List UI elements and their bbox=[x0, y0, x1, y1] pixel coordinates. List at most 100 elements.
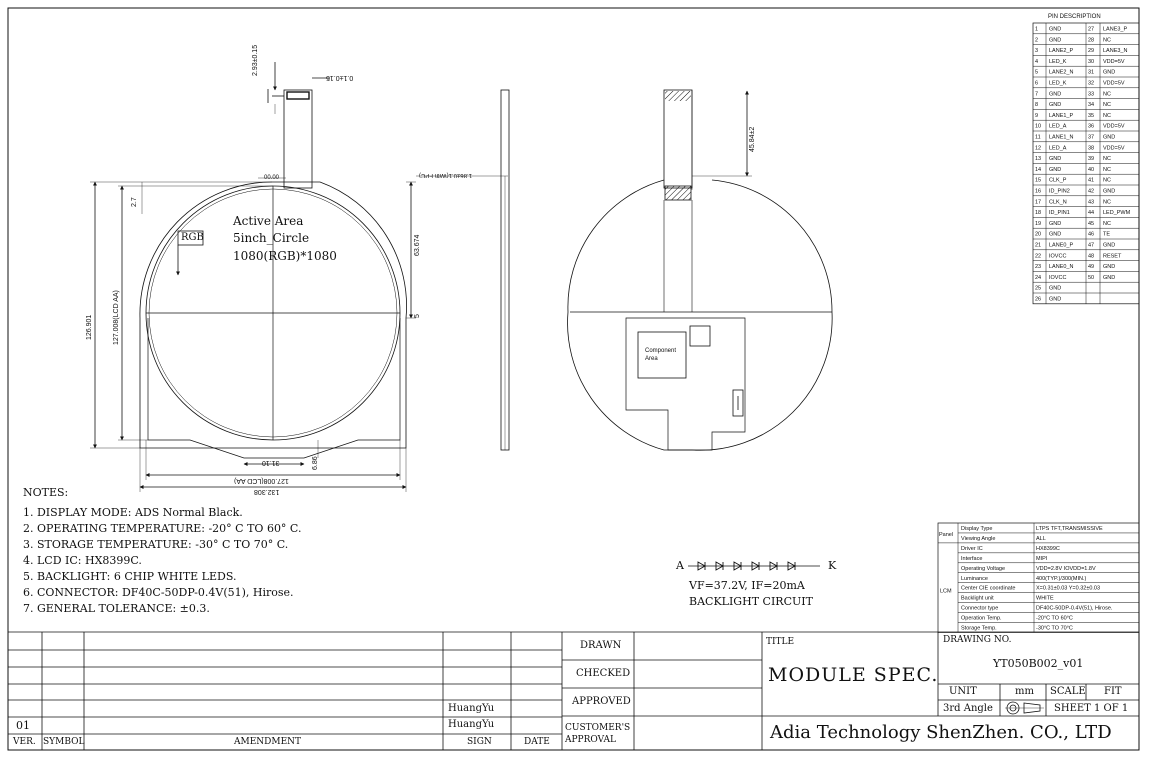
pin-signal: GND bbox=[1103, 135, 1115, 141]
spec-label: Storage Temp. bbox=[961, 626, 997, 632]
pin-signal: NC bbox=[1103, 37, 1111, 43]
dim-right-height: 63.674 bbox=[414, 234, 421, 256]
module-title: MODULE SPEC. bbox=[768, 664, 939, 686]
pin-signal: LANE2_N bbox=[1049, 70, 1073, 76]
pin-number: 42 bbox=[1088, 189, 1094, 195]
size-label: 5inch_Circle bbox=[233, 231, 310, 245]
dim-bottom-flat: 31.10 bbox=[262, 459, 280, 466]
dim-fpc-length: 45.84±2 bbox=[749, 126, 756, 152]
note-item: 7. GENERAL TOLERANCE: ±0.3. bbox=[23, 602, 210, 615]
sheet-border bbox=[7, 7, 1140, 751]
pin-signal: GND bbox=[1049, 232, 1061, 238]
pin-number: 48 bbox=[1088, 253, 1094, 259]
pin-signal: GND bbox=[1103, 275, 1115, 281]
pin-number: 21 bbox=[1035, 243, 1041, 249]
customer-approval-2: APPROVAL bbox=[565, 735, 616, 745]
approved-label: APPROVED bbox=[572, 696, 631, 707]
spec-group-panel: Panel bbox=[939, 532, 953, 538]
fpc-connector bbox=[286, 91, 310, 100]
pin-number: 5 bbox=[1035, 70, 1038, 76]
diode-icon bbox=[787, 561, 796, 571]
bottom-tab bbox=[147, 318, 401, 459]
spec-label: Luminance bbox=[961, 576, 988, 582]
backlight-circuit bbox=[688, 561, 820, 571]
pin-signal: GND bbox=[1049, 167, 1061, 173]
pin-number: 45 bbox=[1088, 221, 1094, 227]
panel-outline bbox=[139, 181, 407, 449]
diode-icon bbox=[751, 561, 760, 571]
pin-number: 35 bbox=[1088, 113, 1094, 119]
active-area-label: Active Area bbox=[233, 214, 304, 228]
spec-value: HX8399C bbox=[1036, 546, 1060, 552]
pin-number: 38 bbox=[1088, 145, 1094, 151]
signer: HuangYu bbox=[448, 719, 495, 730]
pin-number: 41 bbox=[1088, 178, 1094, 184]
pin-signal: LANE2_P bbox=[1049, 48, 1073, 54]
pin-signal: VDD=5V bbox=[1103, 59, 1125, 65]
dim-top-offset: 2.7 bbox=[131, 197, 138, 207]
dim-fpc-thickness: 0.1±0.15 bbox=[326, 74, 354, 81]
dim-total-width: 132.308 bbox=[254, 488, 280, 495]
pin-number: 39 bbox=[1088, 156, 1094, 162]
pin-number: 17 bbox=[1035, 199, 1041, 205]
spec-label: Operation Temp. bbox=[961, 616, 1002, 622]
col-sign: SIGN bbox=[467, 737, 492, 747]
pin-table-title: PIN DESCRIPTION bbox=[1048, 14, 1101, 20]
dim-thickness: 1.86±0.1(With FPC) bbox=[419, 172, 472, 178]
spec-label: Display Type bbox=[961, 526, 992, 532]
pin-signal: GND bbox=[1103, 70, 1115, 76]
pin-number: 9 bbox=[1035, 113, 1038, 119]
pin-signal: NC bbox=[1103, 178, 1111, 184]
note-item: 5. BACKLIGHT: 6 CHIP WHITE LEDS. bbox=[23, 570, 237, 583]
pin-number: 12 bbox=[1035, 145, 1041, 151]
title-label: TITLE bbox=[766, 637, 795, 647]
spec-label: Operating Voltage bbox=[961, 566, 1005, 572]
spec-group-lcm: LCM bbox=[940, 589, 952, 595]
spec-value: DF40C-50DP-0.4V(51), Hirose. bbox=[1036, 606, 1113, 612]
pin-signal: GND bbox=[1049, 286, 1061, 292]
fpc-tail bbox=[283, 89, 313, 189]
pin-signal: GND bbox=[1103, 264, 1115, 270]
dim-left-height: 126.901 bbox=[86, 314, 93, 340]
back-fpc-board bbox=[625, 317, 746, 451]
pin-number: 13 bbox=[1035, 156, 1041, 162]
back-fpc bbox=[663, 89, 693, 189]
drawing-no-label: DRAWING NO. bbox=[943, 635, 1012, 645]
pin-signal: IOVCC bbox=[1049, 253, 1066, 259]
pin-signal: GND bbox=[1049, 102, 1061, 108]
pin-number: 30 bbox=[1088, 59, 1094, 65]
resolution-label: 1080(RGB)*1080 bbox=[233, 249, 337, 263]
pin-signal: VDD=5V bbox=[1103, 145, 1125, 151]
pin-signal: VDD=5V bbox=[1103, 81, 1125, 87]
pin-number: 23 bbox=[1035, 264, 1041, 270]
pin-signal: NC bbox=[1103, 167, 1111, 173]
cathode-label: K bbox=[828, 559, 837, 572]
pin-number: 40 bbox=[1088, 167, 1094, 173]
pin-signal: CLK_N bbox=[1049, 199, 1067, 205]
spec-value: VDD=2.8V IOVDD=1.8V bbox=[1036, 566, 1096, 572]
col-amendment: AMENDMENT bbox=[234, 737, 302, 747]
pin-signal: LED_A bbox=[1049, 145, 1067, 151]
dim-bottom-tab: 6.86 bbox=[312, 456, 319, 470]
pin-signal: ID_PIN2 bbox=[1049, 189, 1070, 195]
pin-signal: VDD=5V bbox=[1103, 124, 1125, 130]
pin-number: 24 bbox=[1035, 275, 1041, 281]
pin-signal: LANE3_N bbox=[1103, 48, 1127, 54]
pin-number: 1 bbox=[1035, 27, 1038, 33]
note-item: 2. OPERATING TEMPERATURE: -20° C TO 60° … bbox=[23, 522, 302, 535]
pin-number: 50 bbox=[1088, 275, 1094, 281]
diode-icon bbox=[769, 561, 778, 571]
pin-signal: LED_A bbox=[1049, 124, 1067, 130]
pin-number: 49 bbox=[1088, 264, 1094, 270]
pin-number: 16 bbox=[1035, 189, 1041, 195]
backlight-title: BACKLIGHT CIRCUIT bbox=[689, 595, 813, 608]
pin-number: 32 bbox=[1088, 81, 1094, 87]
pin-number: 37 bbox=[1088, 135, 1094, 141]
dim-right-small: 5 bbox=[414, 314, 421, 318]
spec-label: Connector type bbox=[961, 606, 998, 612]
notes-list: 1. DISPLAY MODE: ADS Normal Black. 2. OP… bbox=[23, 505, 301, 617]
checked-label: CHECKED bbox=[576, 668, 631, 679]
pin-number: 6 bbox=[1035, 81, 1038, 87]
pin-signal: NC bbox=[1103, 91, 1111, 97]
